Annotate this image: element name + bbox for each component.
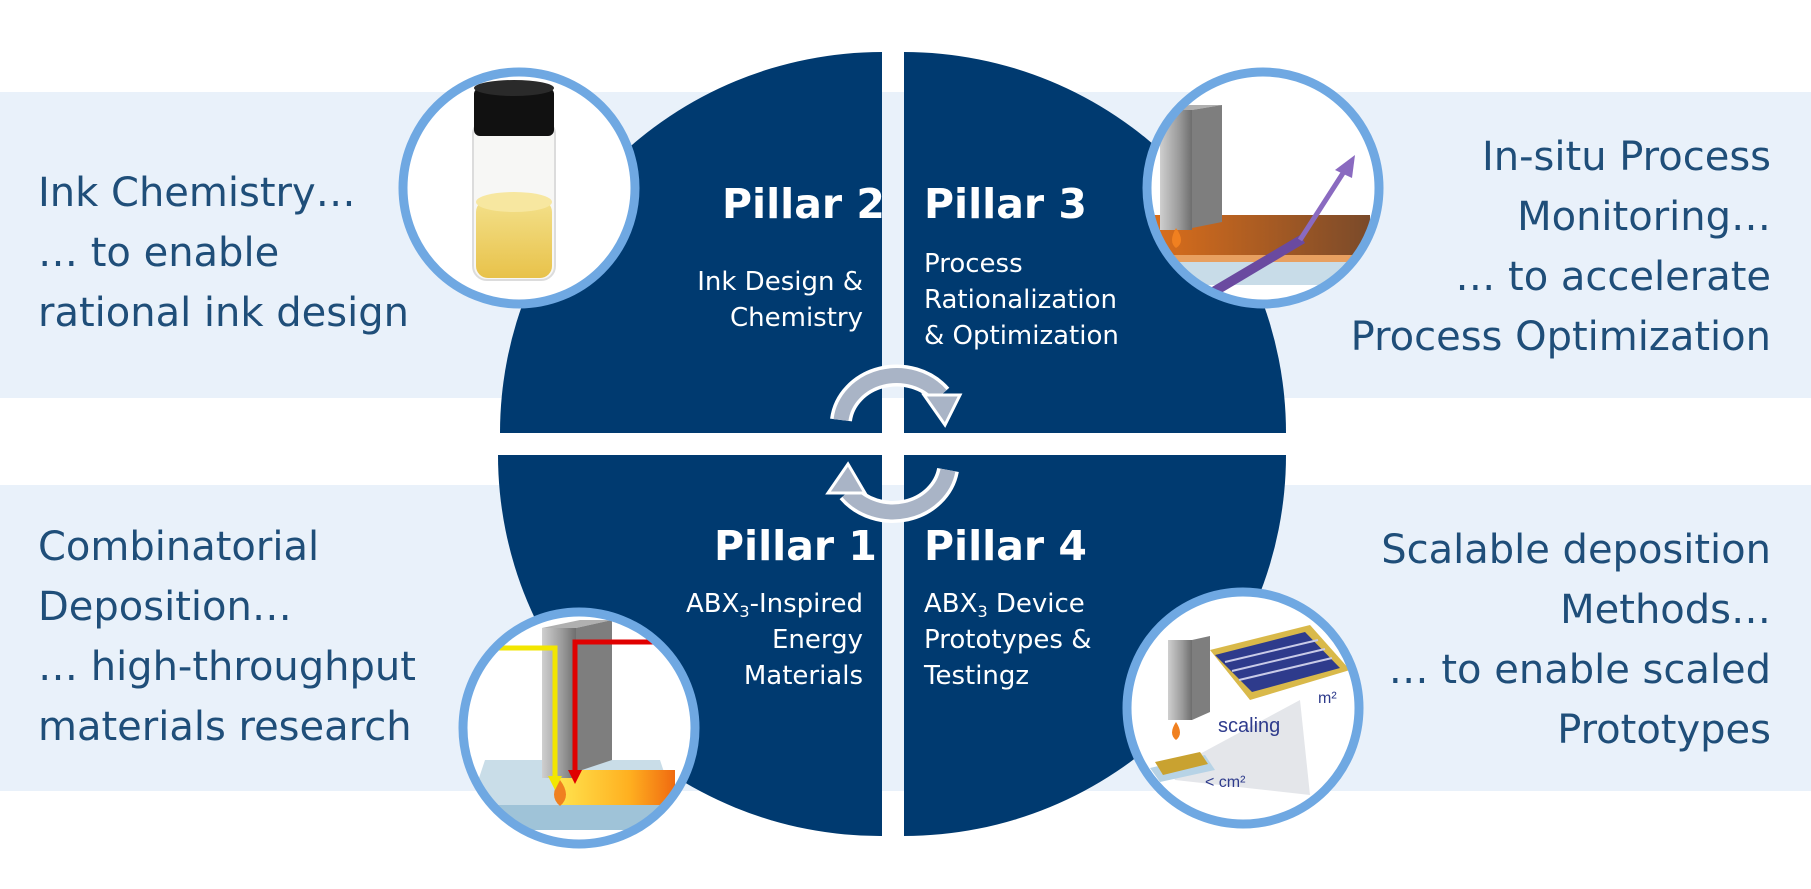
pillar-1-line: ABX3-Inspired <box>686 586 863 622</box>
pillar-1-formula-subscript: 3 <box>739 602 750 621</box>
pillar-3-description: Process Rationalization & Optimization <box>924 246 1119 354</box>
pillar-3-line: & Optimization <box>924 321 1119 351</box>
insitu-monitoring-image <box>1142 67 1384 309</box>
pillar-3-line: Process <box>924 249 1023 279</box>
ink-vial-ring <box>398 67 640 309</box>
pillar-4-quadrant <box>904 455 1286 836</box>
pillar-1-description: ABX3-Inspired Energy Materials <box>686 586 863 694</box>
pillar-4-line: ABX3 Device <box>924 586 1092 622</box>
pillar-2-title: Pillar 2 <box>722 180 885 228</box>
cycle-arrows-icon <box>825 364 963 523</box>
pillar-4-title: Pillar 4 <box>924 522 1087 570</box>
pillar-1-title: Pillar 1 <box>714 522 877 570</box>
pillar-4-formula-subscript: 3 <box>977 602 988 621</box>
pillar-4-formula: ABX <box>924 589 978 619</box>
pillar-1-quadrant <box>498 455 882 837</box>
insitu-monitoring-line: Monitoring… <box>1517 194 1771 240</box>
square-centimeter-label: < cm² <box>1205 774 1246 791</box>
ink-chemistry-line: Ink Chemistry… <box>38 170 356 216</box>
pillar-1-formula: ABX <box>685 589 740 619</box>
combinatorial-deposition-ring <box>458 607 700 849</box>
insitu-monitoring-line: Process Optimization <box>1350 314 1771 360</box>
scalable-deposition-line: … to enable scaled <box>1388 647 1771 693</box>
pillar-1-formula-suffix: -Inspired <box>749 589 863 619</box>
pillar-2-line: Chemistry <box>730 303 863 333</box>
ink-chemistry-line: … to enable <box>38 230 280 276</box>
pillar-1-line: Energy <box>771 625 863 655</box>
ink-vial-image <box>398 67 640 309</box>
pillar-3-line: Rationalization <box>924 285 1117 315</box>
combinatorial-deposition-line: materials research <box>38 704 412 750</box>
ink-chemistry-line: rational ink design <box>38 290 409 336</box>
pillar-4-description: ABX3 Device Prototypes & Testingz <box>924 586 1092 694</box>
scalable-deposition-line: Methods… <box>1560 587 1771 633</box>
scaling-ring <box>1122 587 1364 829</box>
ink-chemistry-text: Ink Chemistry… … to enable rational ink … <box>38 163 409 343</box>
combinatorial-deposition-text: Combinatorial Deposition… … high-through… <box>38 517 416 757</box>
pillar-4-line: Testingz <box>924 661 1030 691</box>
scaling-label: scaling <box>1218 715 1280 737</box>
scaling-image: scaling m² < cm² <box>1122 587 1364 829</box>
square-meter-label: m² <box>1318 690 1337 707</box>
pillar-2-quadrant <box>500 52 882 433</box>
combinatorial-deposition-line: … high-throughput <box>38 644 416 690</box>
pillar-2-description: Ink Design & Chemistry <box>697 264 863 336</box>
insitu-monitoring-ring <box>1142 67 1384 309</box>
pillar-1-line: Materials <box>743 661 863 691</box>
pillar-3-title: Pillar 3 <box>924 180 1087 228</box>
pillar-3-quadrant <box>904 52 1286 433</box>
insitu-monitoring-line: In-situ Process <box>1481 134 1771 180</box>
combinatorial-deposition-line: Deposition… <box>38 584 292 630</box>
insitu-monitoring-text: In-situ Process Monitoring… … to acceler… <box>1351 127 1771 367</box>
combinatorial-deposition-line: Combinatorial <box>38 524 320 570</box>
pillar-2-line: Ink Design & <box>697 267 863 297</box>
pillar-4-formula-suffix: Device <box>987 589 1085 619</box>
scalable-deposition-line: Scalable deposition <box>1381 527 1771 573</box>
scalable-deposition-text: Scalable deposition Methods… … to enable… <box>1381 520 1771 760</box>
insitu-monitoring-line: … to accelerate <box>1455 254 1771 300</box>
scalable-deposition-line: Prototypes <box>1557 707 1771 753</box>
combinatorial-deposition-image <box>458 607 700 849</box>
pillar-4-line: Prototypes & <box>924 625 1092 655</box>
